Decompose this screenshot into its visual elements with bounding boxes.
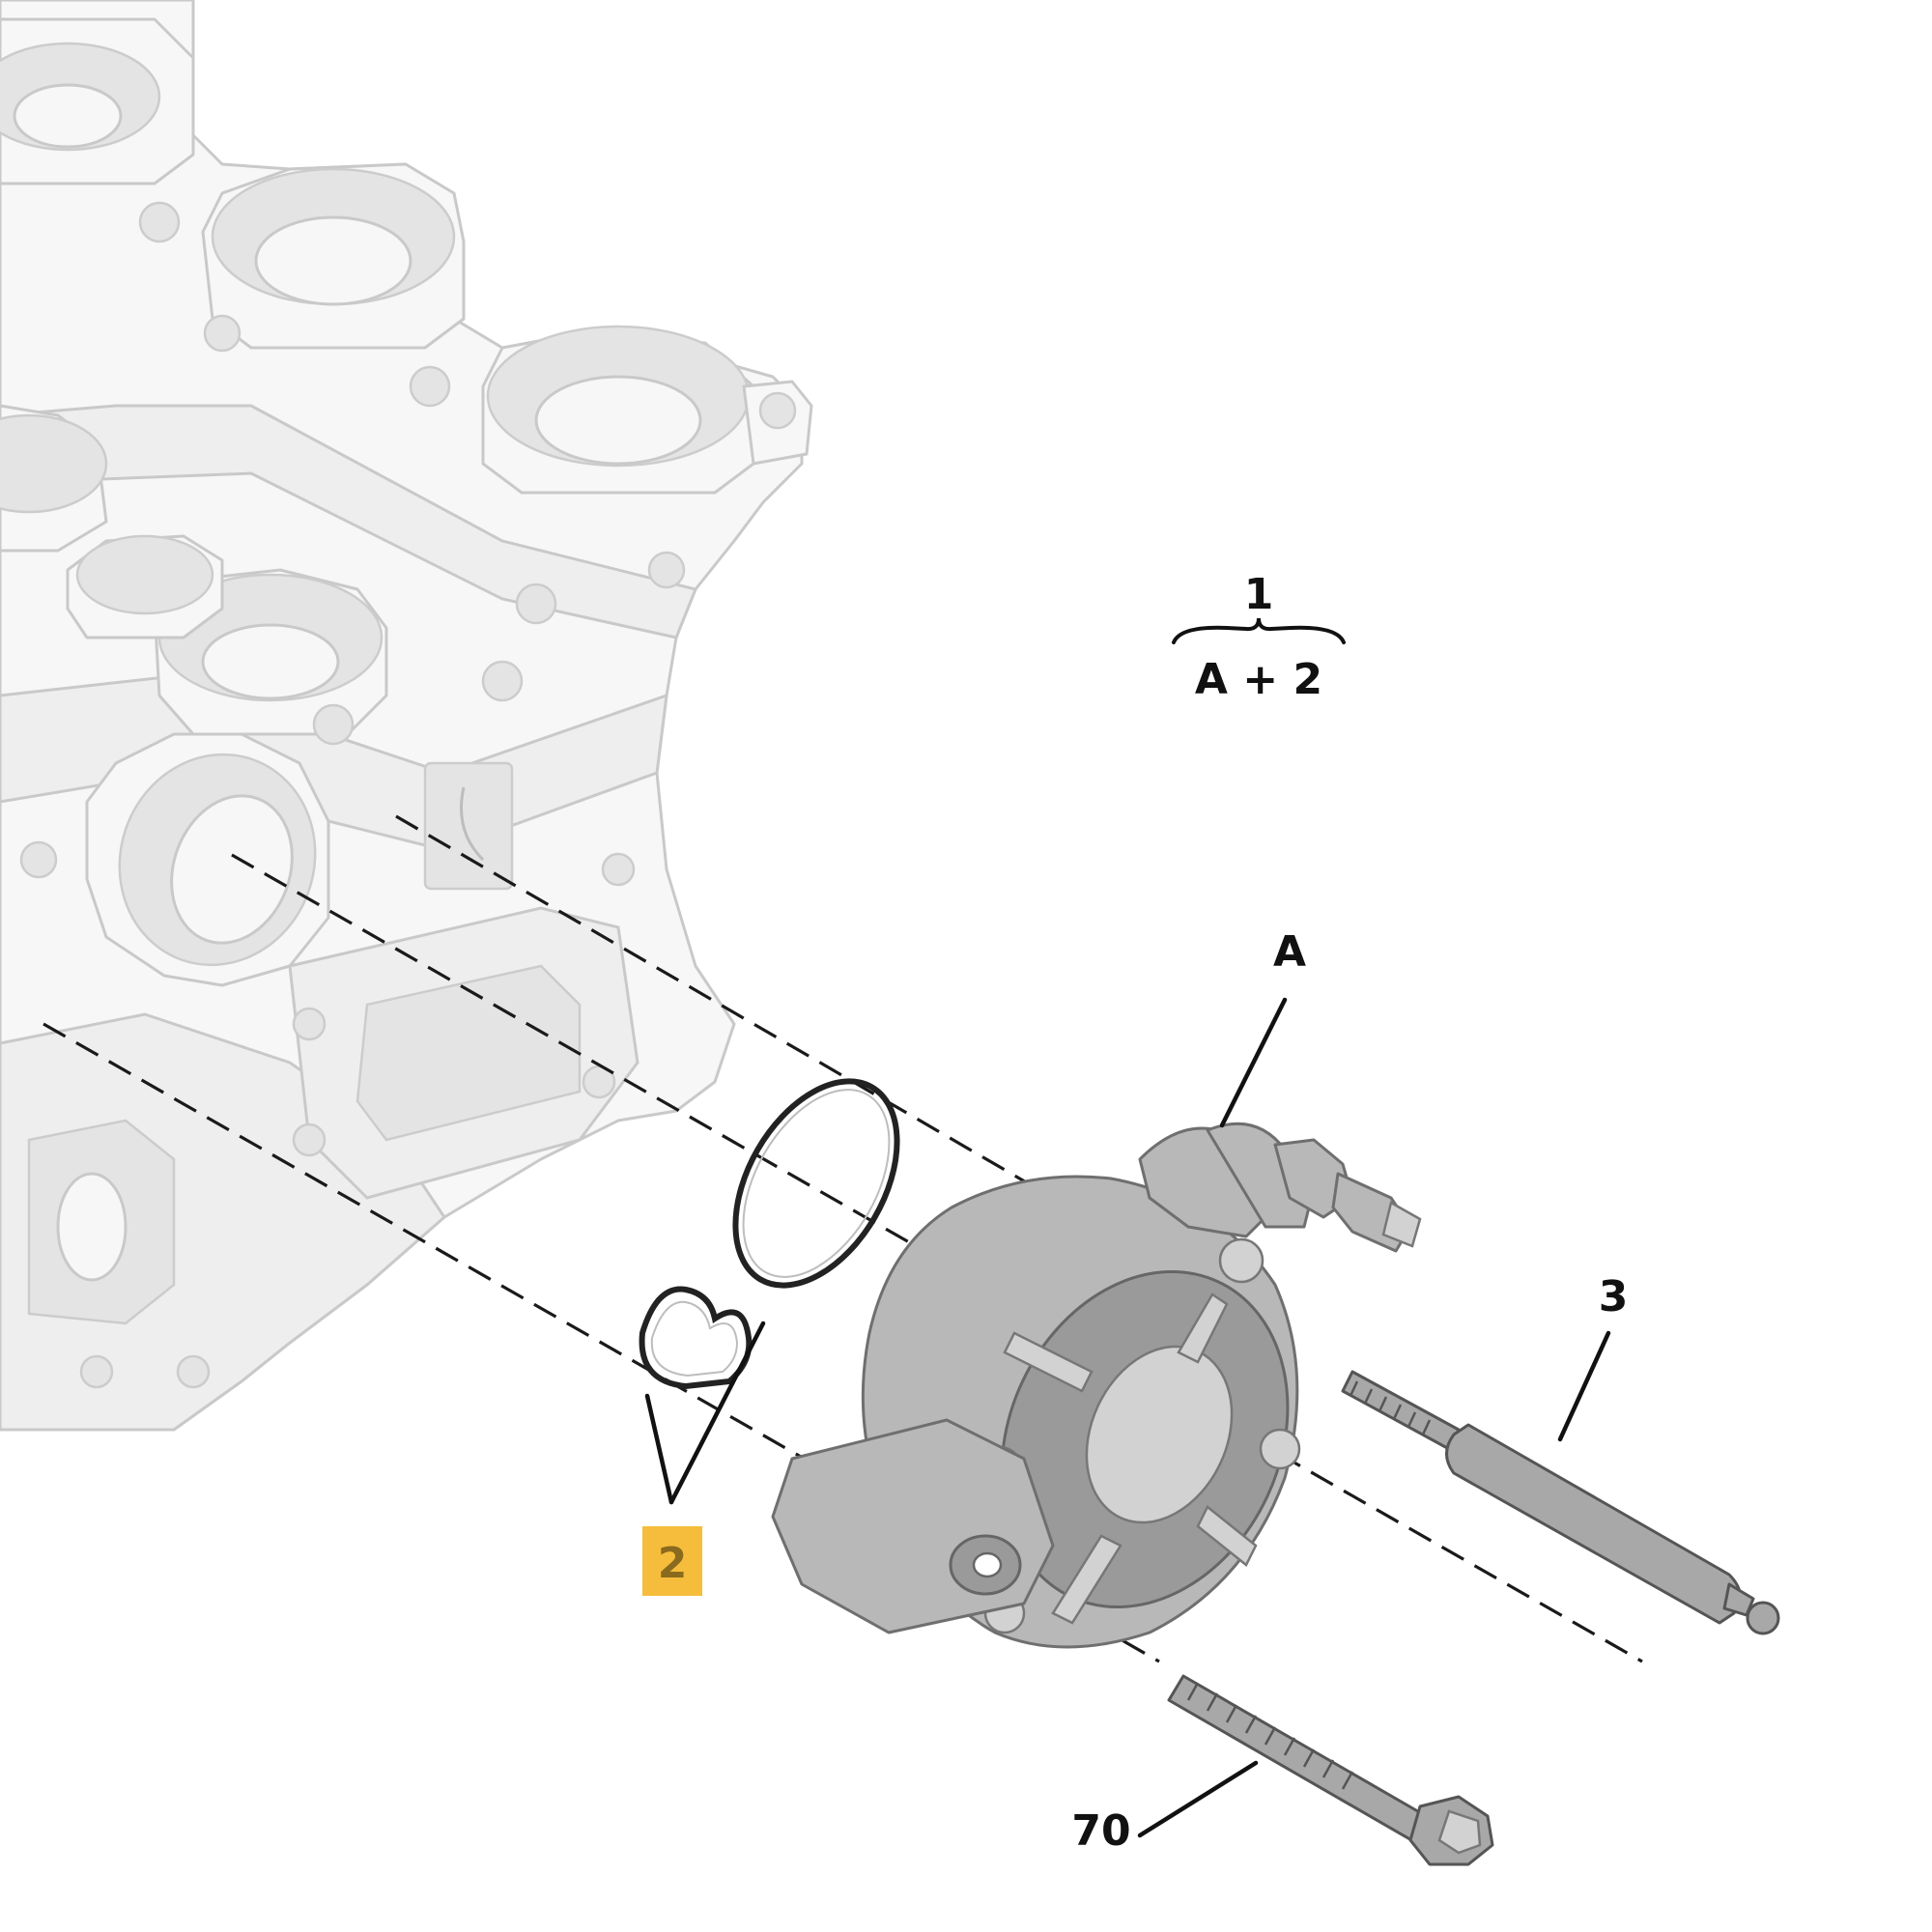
large-o-ring-seal <box>732 1078 900 1289</box>
leader-lines <box>644 997 1611 1838</box>
seals-callout-label: 2 <box>658 1539 688 1588</box>
engine-cylinder-head <box>0 0 813 1432</box>
guide-sleeve-pin <box>1341 1370 1780 1635</box>
leader-pump <box>1219 997 1288 1128</box>
kit-notation: 1 A + 2 <box>1172 570 1346 704</box>
engine-stamped-markings <box>423 761 514 891</box>
fixing-screw <box>1167 1674 1494 1866</box>
pump-callout-label: A <box>1273 927 1306 977</box>
seals-callout-badge: 2 <box>642 1526 702 1596</box>
engine-port-3 <box>481 325 813 495</box>
engine-port-4 <box>0 404 108 553</box>
small-shaped-seal <box>639 1286 753 1390</box>
kit-formula-label: A + 2 <box>1195 655 1322 704</box>
highlight-badge <box>642 1526 702 1596</box>
kit-number-label: 1 <box>1244 570 1274 619</box>
engine-port-6 <box>66 534 224 639</box>
dowel-callout-label: 3 <box>1599 1272 1629 1321</box>
leader-seal-small <box>644 1393 674 1505</box>
engine-port-2 <box>201 162 466 350</box>
engine-lower-face <box>79 906 639 1389</box>
engine-bolt-bosses <box>19 201 686 887</box>
engine-pump-mount-flange <box>85 732 330 987</box>
leader-screw <box>1137 1760 1259 1838</box>
vacuum-pump <box>771 1122 1422 1649</box>
engine-port-1 <box>0 17 195 185</box>
leader-dowel <box>1557 1330 1611 1442</box>
kit-brace <box>1172 617 1346 644</box>
leader-seal-large <box>668 1321 766 1505</box>
screw-callout-label: 70 <box>1071 1806 1130 1856</box>
